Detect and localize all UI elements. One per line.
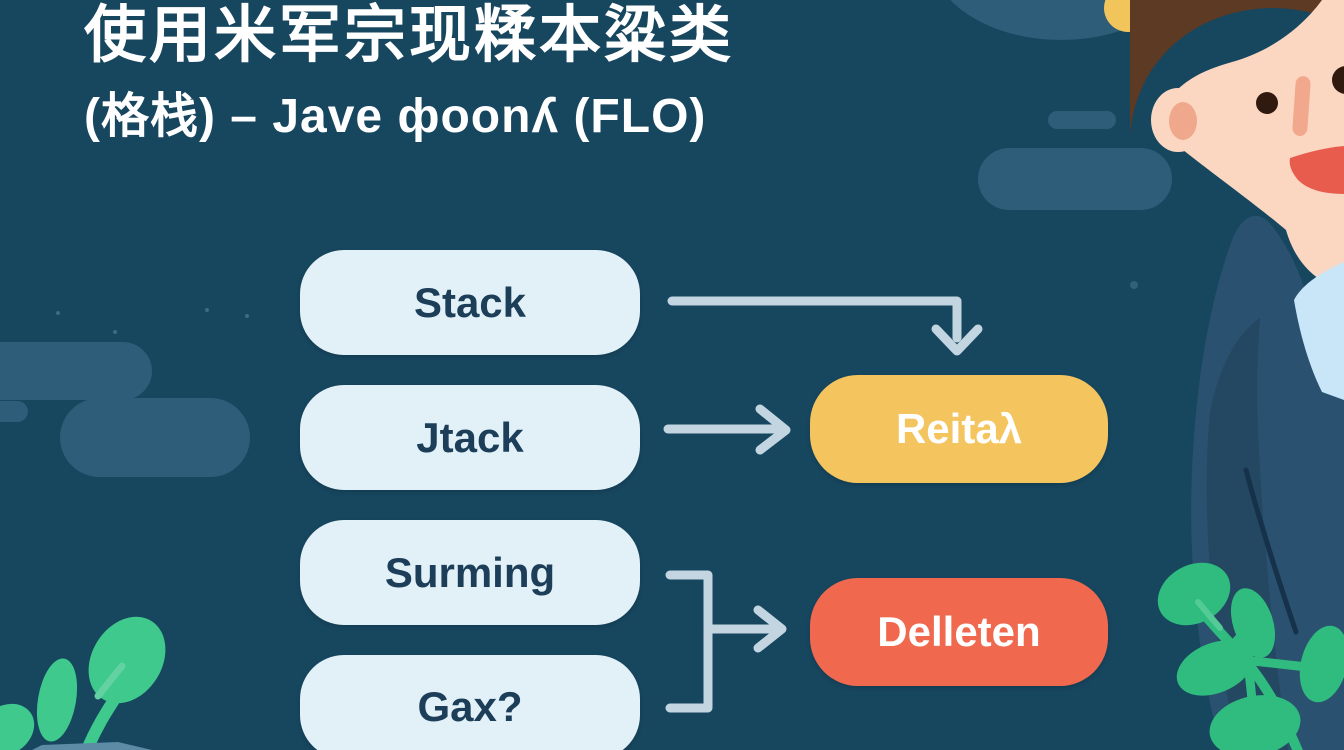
- leaf: [1157, 562, 1231, 626]
- hair: [1130, 0, 1344, 135]
- leaf: [88, 616, 166, 704]
- arrowhead-right-icon: [755, 404, 791, 455]
- leaf: [1209, 695, 1301, 750]
- leaf: [0, 703, 35, 750]
- star-dot: [245, 314, 249, 318]
- cloud-shape: [978, 148, 1172, 210]
- shirt: [1294, 262, 1344, 400]
- mouth: [1289, 146, 1344, 194]
- nose: [1292, 76, 1311, 136]
- flow-node-stack: Stack: [300, 250, 640, 355]
- inner-ear: [1169, 102, 1197, 140]
- connector-stack-to-reital: [667, 296, 962, 343]
- cartoon-man: [1104, 0, 1344, 750]
- face: [1156, 0, 1344, 290]
- flow-node-surming: Surming: [300, 520, 640, 625]
- leaf-highlight: [1195, 599, 1223, 631]
- leaf: [36, 658, 78, 742]
- cloud-shape: [1048, 111, 1116, 129]
- leaf: [1299, 625, 1344, 703]
- leaf-sprig-right: [1157, 562, 1344, 750]
- flow-node-jtack: Jtack: [300, 385, 640, 490]
- cloud-shape: [0, 401, 28, 422]
- leaf: [1230, 588, 1276, 658]
- cloud-shape: [60, 398, 250, 477]
- page-title-line1: 使用米军宗现糅本粱类: [84, 1, 735, 70]
- left-eye: [1256, 92, 1278, 114]
- leaf: [1176, 640, 1254, 696]
- leaf-highlight: [94, 662, 126, 700]
- star-dot: [113, 330, 117, 334]
- ground-sliver: [32, 742, 152, 750]
- right-eye: [1332, 66, 1344, 94]
- page-title-line2: (格栈) – Jave фoonʎ (FLO): [84, 90, 707, 143]
- flow-node-delleten: Delleten: [810, 578, 1108, 686]
- flow-node-gax: Gax?: [300, 655, 640, 750]
- lapel-line: [1243, 467, 1299, 635]
- cloud-shape: [0, 342, 152, 400]
- leaf-sprig-left: [0, 616, 166, 750]
- flow-node-reital: Reitaλ: [810, 375, 1108, 483]
- star-dot: [1130, 281, 1138, 289]
- arrowhead-down-icon: [931, 324, 983, 356]
- star-dot: [205, 308, 209, 312]
- arrowhead-right-icon: [753, 605, 787, 653]
- star-dot: [56, 311, 60, 315]
- connector-merge-bracket: [665, 570, 713, 713]
